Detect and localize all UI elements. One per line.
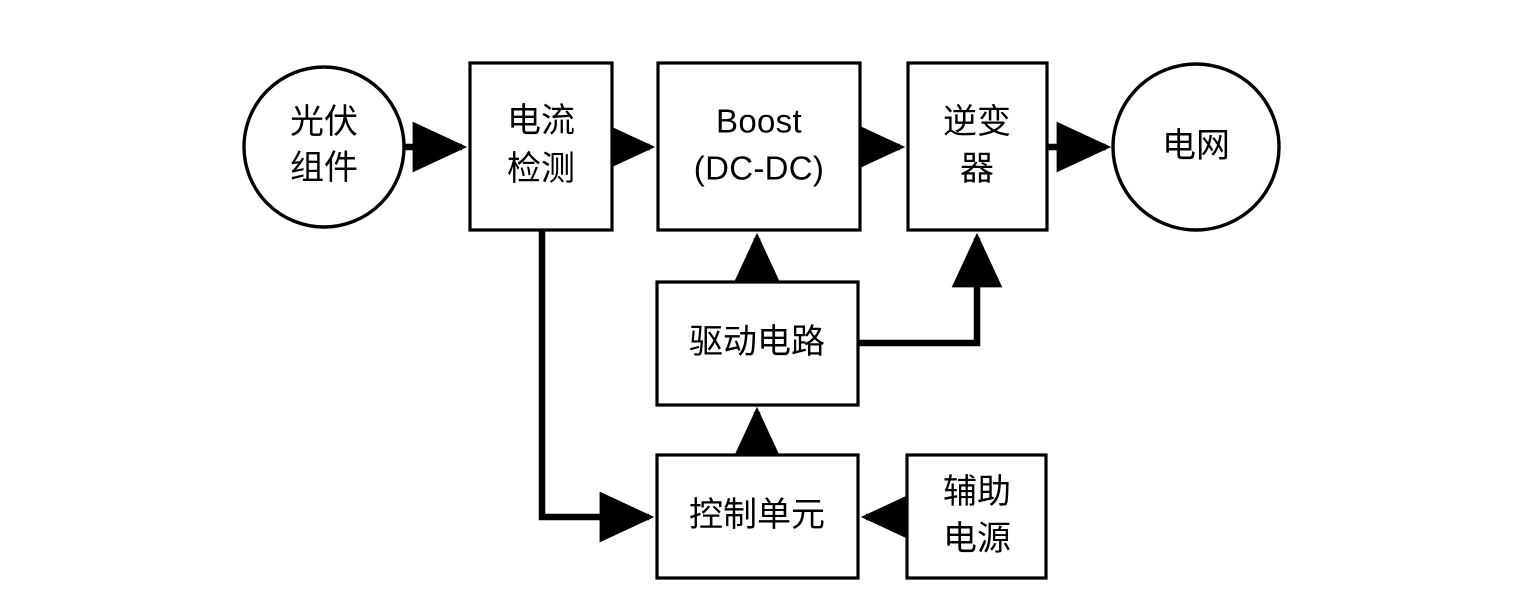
node-boost-dc-dc[interactable]: Boost (DC-DC)	[656, 61, 862, 232]
node-control-unit-label: 控制单元	[689, 496, 825, 534]
node-control-unit[interactable]: 控制单元	[655, 453, 860, 580]
node-current-detection-label-line1: 电流	[507, 102, 575, 140]
node-inverter-label-line2: 器	[960, 150, 994, 188]
node-pv-module-label-line2: 组件	[290, 149, 358, 187]
node-auxiliary-power[interactable]: 辅助 电源	[905, 453, 1048, 580]
node-inverter[interactable]: 逆变 器	[906, 61, 1049, 232]
node-drive-circuit[interactable]: 驱动电路	[655, 280, 860, 407]
edge-current-detection-to-control-unit	[538, 230, 655, 543]
node-current-detection[interactable]: 电流 检测	[468, 61, 614, 232]
node-pv-module-label-line1: 光伏	[290, 103, 358, 141]
node-boost-dc-dc-label-line1: Boost	[716, 103, 802, 140]
node-auxiliary-power-label-line2: 电源	[943, 520, 1011, 558]
node-boost-dc-dc-label-line2: (DC-DC)	[694, 150, 824, 187]
node-power-grid[interactable]: 电网	[1111, 62, 1281, 232]
node-current-detection-label-line2: 检测	[507, 150, 575, 188]
node-inverter-label-line1: 逆变	[943, 103, 1011, 141]
edge-drive-circuit-to-inverter	[858, 232, 1003, 347]
node-pv-module[interactable]: 光伏 组件	[242, 65, 406, 229]
node-auxiliary-power-label-line1: 辅助	[943, 473, 1011, 511]
node-drive-circuit-label: 驱动电路	[689, 323, 825, 361]
node-power-grid-label: 电网	[1162, 127, 1230, 165]
